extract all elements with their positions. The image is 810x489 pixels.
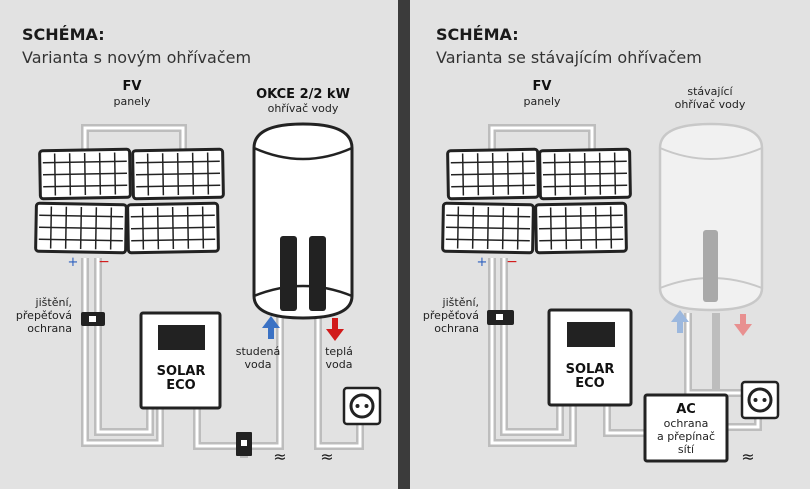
left-schematic: SCHÉMA: Varianta s novým ohřívačem FV pa… xyxy=(16,25,382,466)
right-heater-line2: ohřívač vody xyxy=(675,98,746,111)
left-title: SCHÉMA: xyxy=(22,25,105,44)
right-heater-line1: stávající xyxy=(687,85,733,98)
right-ac-line3: sítí xyxy=(678,443,695,456)
left-solar-eco-device: SOLAR ECO xyxy=(139,311,222,410)
left-heater-label: OKCE 2/2 kW xyxy=(256,87,350,102)
right-fv-label: FV xyxy=(533,79,552,94)
right-plus-sign: + xyxy=(477,255,488,270)
left-water-heater xyxy=(252,122,354,320)
right-ac-line1: ochrana xyxy=(664,417,709,430)
right-breaker-line3: ochrana xyxy=(434,322,479,335)
right-title: SCHÉMA: xyxy=(436,25,519,44)
right-wires-inner xyxy=(490,126,760,445)
right-ac-symbol: ≈ xyxy=(741,447,754,466)
right-solar-eco-device: SOLAR ECO xyxy=(547,308,633,407)
left-hot-water-arrow xyxy=(326,318,344,341)
right-breaker-line2: přepěťová xyxy=(423,309,479,322)
left-minus-sign: − xyxy=(98,254,110,270)
right-existing-water-heater xyxy=(658,122,764,312)
panel-divider xyxy=(398,0,410,489)
right-ac-protection-box: AC ochrana a přepínač sítí xyxy=(643,393,729,463)
left-plus-sign: + xyxy=(68,255,79,270)
left-breaker-line2: přepěťová xyxy=(16,309,72,322)
left-hot-line2: voda xyxy=(326,358,353,371)
right-minus-sign: − xyxy=(506,254,518,270)
right-socket-icon xyxy=(740,380,780,420)
right-schematic: SCHÉMA: Varianta se stávajícím ohřívačem xyxy=(423,25,780,466)
right-solar-label: SOLAR xyxy=(566,362,615,377)
left-cold-line1: studená xyxy=(236,345,280,358)
left-eco-label: ECO xyxy=(166,378,195,393)
left-cold-line2: voda xyxy=(245,358,272,371)
right-eco-label: ECO xyxy=(575,376,604,391)
left-fv-sub: panely xyxy=(113,95,151,108)
left-breaker-line3: ochrana xyxy=(27,322,72,335)
right-breaker-line1: jištění, xyxy=(442,296,479,309)
left-breaker-line1: jištění, xyxy=(35,296,72,309)
left-wires-inner xyxy=(83,126,362,448)
left-ac-symbol-2: ≈ xyxy=(320,447,333,466)
right-fv-sub: panely xyxy=(523,95,561,108)
right-ac-title: AC xyxy=(676,402,696,417)
left-ac-symbol-1: ≈ xyxy=(273,447,286,466)
right-ac-line2: a přepínač xyxy=(657,430,715,443)
right-hot-water-arrow xyxy=(734,314,752,336)
left-socket-icon xyxy=(342,386,382,426)
left-solar-label: SOLAR xyxy=(157,364,206,379)
left-hot-line1: teplá xyxy=(325,345,353,358)
left-heater-sub: ohřívač vody xyxy=(268,102,339,115)
left-fv-label: FV xyxy=(123,79,142,94)
right-cold-water-arrow xyxy=(671,310,689,333)
right-subtitle: Varianta se stávajícím ohřívačem xyxy=(436,48,702,67)
left-cold-water-arrow xyxy=(262,316,280,339)
left-subtitle: Varianta s novým ohřívačem xyxy=(22,48,251,67)
